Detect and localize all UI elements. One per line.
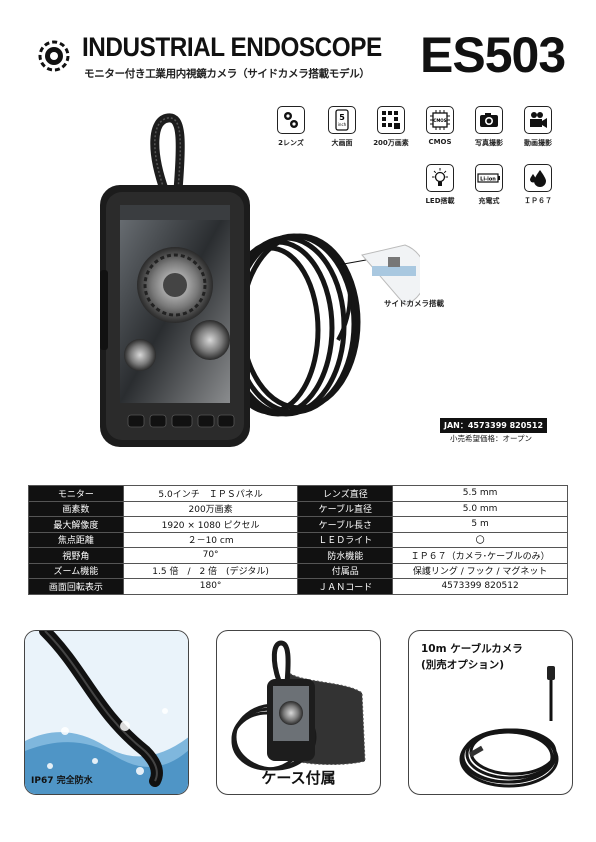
cable-option-label: 10m ケーブルカメラ xyxy=(421,643,523,655)
page-subtitle: モニター付き工業用内視鏡カメラ（サイドカメラ搭載モデル） xyxy=(84,68,370,80)
side-camera-callout: サイドカメラ搭載 xyxy=(384,299,444,308)
svg-text:inch: inch xyxy=(338,122,347,127)
camera-icon xyxy=(480,113,498,127)
spec-value: 4573399 820512 xyxy=(392,578,568,595)
feature-rechargeable: Li-ion 充電式 xyxy=(467,164,511,206)
spec-label: 最大解像度 xyxy=(28,516,124,533)
feature-dual-lens: 2レンズ xyxy=(269,106,313,148)
endoscope-device-image xyxy=(100,113,420,447)
video-camera-icon xyxy=(530,112,547,128)
spec-label: 画素数 xyxy=(28,500,124,517)
spec-label: ケーブル直径 xyxy=(297,500,394,517)
led-bulb-icon xyxy=(432,168,448,186)
waterproof-image xyxy=(25,631,188,794)
feature-photo: 写真撮影 xyxy=(467,106,511,148)
spec-value: 5 m xyxy=(392,516,568,533)
spec-label: 画面回転表示 xyxy=(28,578,124,595)
endoscope-lens-logo-icon xyxy=(38,40,70,72)
spec-value: 1.5 倍 / 2 倍 (デジタル) xyxy=(122,562,299,579)
spec-value: 保護リング / フック / マグネット xyxy=(392,562,568,579)
svg-text:CMOS: CMOS xyxy=(433,118,446,123)
spec-value: 5.0 mm xyxy=(392,500,568,517)
spec-label: モニター xyxy=(28,485,124,502)
spec-label: 付属品 xyxy=(297,562,394,579)
price-note: 小売希望価格：オープン xyxy=(450,434,533,443)
spec-label: レンズ直径 xyxy=(297,485,394,502)
spec-label: 焦点距離 xyxy=(28,531,124,548)
spec-value: 5.0インチ ＩＰＳパネル xyxy=(122,485,299,502)
spec-value: 1920 × 1080 ピクセル xyxy=(122,516,299,533)
spec-value: 〇 xyxy=(392,531,568,548)
spec-label: ＪＡＮコード xyxy=(297,578,394,595)
cmos-chip-icon: CMOS xyxy=(430,110,450,130)
waterproof-panel: IP67 完全防水 xyxy=(24,630,189,795)
cable-coil-image xyxy=(459,666,559,788)
model-number: ES503 xyxy=(420,27,566,83)
spec-label: ＬＥＤライト xyxy=(297,531,394,548)
waterproof-label: IP67 完全防水 xyxy=(31,776,93,786)
spec-value: 180° xyxy=(122,578,299,595)
dual-lens-icon xyxy=(284,112,298,128)
spec-value: 5.5 mm xyxy=(392,485,568,502)
case-panel: ケース付属 xyxy=(216,630,381,795)
water-drop-icon xyxy=(530,170,546,187)
feature-video: 動画撮影 xyxy=(516,106,560,148)
spec-value: 200万画素 xyxy=(122,500,299,517)
case-image xyxy=(231,640,366,771)
spec-label: ズーム機能 xyxy=(28,562,124,579)
case-label: ケース付属 xyxy=(261,769,336,787)
feature-cmos: CMOS CMOS xyxy=(418,106,462,146)
spec-label: 防水機能 xyxy=(297,547,394,564)
jan-label: JAN：4573399 820512 xyxy=(440,418,548,433)
feature-led: LED搭載 xyxy=(418,164,462,206)
spec-label: ケーブル長さ xyxy=(297,516,394,533)
pixel-grid-icon xyxy=(382,111,400,129)
battery-icon: Li-ion xyxy=(477,173,500,183)
svg-text:Li-ion: Li-ion xyxy=(480,176,496,182)
feature-waterproof: ＩＰ６７ xyxy=(516,164,560,206)
spec-value: ２－10 cm xyxy=(122,531,299,548)
spec-value: ＩＰ６７（カメラ･ケーブルのみ） xyxy=(392,547,568,564)
cable-option-panel: 10m ケーブルカメラ (別売オプション) xyxy=(408,630,573,795)
page-title: INDUSTRIAL ENDOSCOPE xyxy=(82,32,382,62)
spec-label: 視野角 xyxy=(28,547,124,564)
svg-text:5: 5 xyxy=(339,113,345,122)
feature-pixels: 200万画素 xyxy=(369,106,413,148)
cable-option-note: (別売オプション) xyxy=(421,659,505,671)
spec-value: 70° xyxy=(122,547,299,564)
